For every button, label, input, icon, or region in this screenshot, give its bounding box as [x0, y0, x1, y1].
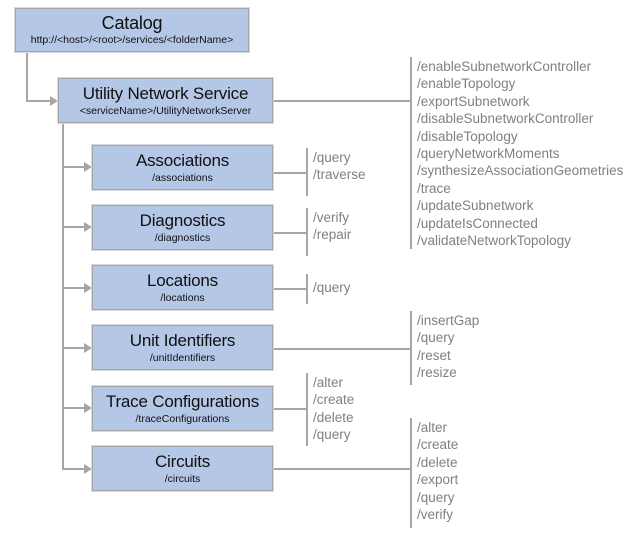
operation-item: /query	[313, 280, 351, 295]
node-locations-path: /locations	[160, 291, 205, 304]
operation-item: /create	[417, 437, 459, 453]
node-trace-configurations-path: /traceConfigurations	[135, 412, 230, 425]
node-utility-network-service-title: Utility Network Service	[82, 83, 249, 103]
connector-trunk-to-trace-configurations	[62, 407, 86, 409]
arrow-unit-identifiers	[84, 343, 92, 353]
node-unit-identifiers-path: /unitIdentifiers	[149, 351, 216, 364]
node-catalog-title: Catalog	[101, 13, 163, 33]
arrow-trace-configurations	[84, 403, 92, 413]
connector-circuits-to-ops	[272, 468, 411, 470]
node-utility-network-service[interactable]: Utility Network Service <serviceName>/Ut…	[58, 78, 273, 123]
connector-trunk-to-associations	[62, 166, 86, 168]
operation-item: /alter	[417, 420, 448, 435]
connector-trunk-to-diagnostics	[62, 226, 86, 228]
operation-item: /query	[417, 489, 455, 505]
node-utility-network-service-path: <serviceName>/UtilityNetworkServer	[79, 104, 252, 117]
operation-item: /alter	[313, 375, 344, 390]
operation-item: /trace	[417, 180, 451, 196]
connector-associations-to-ops	[272, 172, 307, 174]
operations-locations: /query	[313, 279, 351, 296]
operation-item: /verify	[313, 210, 350, 225]
ops-bar-associations	[306, 148, 308, 196]
node-trace-configurations[interactable]: Trace Configurations /traceConfiguration…	[92, 386, 273, 431]
arrow-associations	[84, 162, 92, 172]
operation-item: /delete	[313, 409, 354, 425]
node-diagnostics-path: /diagnostics	[154, 231, 211, 244]
connector-diagnostics-to-ops	[272, 232, 307, 234]
operation-item: /validateNetworkTopology	[417, 233, 571, 249]
arrow-catalog-to-uns	[50, 96, 58, 106]
node-locations-title: Locations	[147, 270, 218, 290]
operation-item: /verify	[417, 507, 454, 523]
operation-item: /updateIsConnected	[417, 215, 538, 231]
node-circuits[interactable]: Circuits /circuits	[92, 446, 273, 491]
operation-item: /enableSubnetworkController	[417, 59, 592, 74]
operation-item: /traverse	[313, 167, 366, 183]
node-diagnostics[interactable]: Diagnostics /diagnostics	[92, 205, 273, 250]
connector-locations-to-ops	[272, 288, 307, 290]
ops-bar-unit-identifiers	[410, 311, 412, 385]
operation-item: /exportSubnetwork	[417, 93, 530, 109]
operation-item: /query	[417, 330, 455, 346]
node-unit-identifiers[interactable]: Unit Identifiers /unitIdentifiers	[92, 325, 273, 370]
node-associations[interactable]: Associations /associations	[92, 145, 273, 190]
connector-catalog-to-uns	[26, 100, 52, 102]
operation-item: /export	[417, 472, 459, 488]
operation-item: /delete	[417, 454, 458, 470]
node-circuits-title: Circuits	[154, 451, 211, 471]
connector-trunk-to-locations	[62, 287, 86, 289]
operation-item: /synthesizeAssociationGeometries	[417, 163, 624, 179]
node-associations-title: Associations	[135, 150, 230, 170]
connector-unit-identifiers-to-ops	[272, 348, 411, 350]
operation-item: /query	[313, 427, 351, 443]
operations-unit-identifiers: /insertGap/query/reset/resize	[417, 312, 479, 382]
connector-uns-trunk	[62, 123, 64, 470]
operation-item: /resize	[417, 365, 457, 381]
operation-item: /disableSubnetworkController	[417, 111, 594, 127]
ops-bar-diagnostics	[306, 208, 308, 256]
operation-item: /repair	[313, 227, 352, 243]
node-diagnostics-title: Diagnostics	[139, 210, 226, 230]
arrow-circuits	[84, 464, 92, 474]
arrow-diagnostics	[84, 222, 92, 232]
operation-item: /insertGap	[417, 313, 480, 328]
ops-bar-circuits	[410, 418, 412, 528]
operations-utility-network-service: /enableSubnetworkController/enableTopolo…	[417, 58, 623, 249]
node-catalog-path: http://<host>/<root>/services/<folderNam…	[30, 34, 234, 46]
operation-item: /disableTopology	[417, 128, 518, 144]
operation-item: /enableTopology	[417, 76, 516, 92]
operation-item: /query	[313, 150, 351, 165]
ops-bar-trace-configurations	[306, 373, 308, 446]
arrow-locations	[84, 283, 92, 293]
connector-catalog-down	[26, 51, 28, 101]
connector-uns-to-ops	[272, 100, 411, 102]
ops-bar-locations	[306, 274, 308, 304]
node-circuits-path: /circuits	[164, 472, 201, 485]
node-trace-configurations-title: Trace Configurations	[105, 391, 260, 411]
operation-item: /updateSubnetwork	[417, 198, 534, 214]
operation-item: /reset	[417, 347, 451, 363]
operation-item: /queryNetworkMoments	[417, 146, 560, 162]
connector-trunk-to-unit-identifiers	[62, 347, 86, 349]
operations-circuits: /alter/create/delete/export/query/verify	[417, 419, 458, 523]
connector-trunk-to-circuits	[62, 468, 86, 470]
connector-trace-configurations-to-ops	[272, 408, 307, 410]
operation-item: /create	[313, 392, 355, 408]
ops-bar-uns	[410, 57, 412, 249]
operations-trace-configurations: /alter/create/delete/query	[313, 374, 354, 444]
node-unit-identifiers-title: Unit Identifiers	[129, 330, 236, 350]
node-associations-path: /associations	[152, 171, 213, 184]
operations-associations: /query/traverse	[313, 149, 366, 184]
operations-diagnostics: /verify/repair	[313, 209, 351, 244]
node-locations[interactable]: Locations /locations	[92, 265, 273, 310]
node-catalog[interactable]: Catalog http://<host>/<root>/services/<f…	[15, 8, 249, 52]
